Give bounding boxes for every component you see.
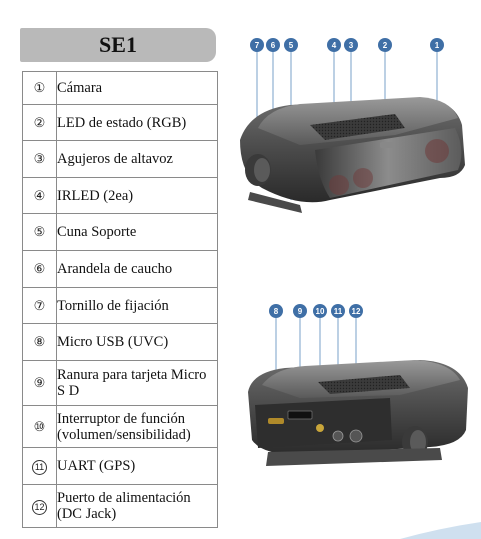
legend-label: IRLED (2ea)	[56, 177, 218, 214]
legend-label: Ranura para tarjeta Micro S D	[56, 360, 218, 406]
support-cradle	[248, 192, 302, 213]
callout-number: 4	[332, 41, 337, 50]
legend-row: ⑦ Tornillo de fijación	[22, 287, 218, 324]
legend-row: ⑧ Micro USB (UVC)	[22, 323, 218, 361]
legend-row: ③ Agujeros de altavoz	[22, 140, 218, 178]
legend-label: Interruptor de función (volumen/sensibil…	[56, 405, 218, 448]
callout-number: 10	[316, 307, 325, 316]
legend-label: Tornillo de fijación	[56, 287, 218, 324]
legend-row: ② LED de estado (RGB)	[22, 104, 218, 141]
fixing-screw-cap	[254, 158, 270, 182]
legend-label: UART (GPS)	[56, 447, 218, 485]
callout-badge: 12	[349, 304, 363, 318]
legend-label: Cuna Soporte	[56, 213, 218, 251]
status-led	[380, 142, 394, 148]
callout-number: 7	[255, 41, 260, 50]
callout-badge: 1	[430, 38, 444, 52]
function-switch	[316, 424, 324, 432]
camera-lens	[425, 139, 449, 163]
decorative-swoosh	[400, 522, 481, 539]
legend-number: 12	[22, 484, 57, 528]
callout-badge: 5	[284, 38, 298, 52]
callout-number: 3	[349, 41, 354, 50]
speaker-grill	[310, 114, 405, 140]
top-callouts: 7 6 5 4 3 2 1	[250, 38, 444, 52]
legend-row: ⑩ Interruptor de función (volumen/sensib…	[22, 405, 218, 448]
callout-number: 2	[383, 41, 388, 50]
ir-led	[353, 168, 373, 188]
legend-row: 12 Puerto de alimentación (DC Jack)	[22, 484, 218, 528]
legend-row: 11 UART (GPS)	[22, 447, 218, 485]
legend-row: ① Cámara	[22, 71, 218, 105]
legend-number: ⑦	[22, 287, 57, 324]
legend-label: Agujeros de altavoz	[56, 140, 218, 178]
circled-number: 12	[32, 499, 47, 515]
device-front-face	[315, 128, 462, 198]
bottom-callouts: 8 9 10 11 12	[269, 304, 363, 318]
legend-number: ①	[22, 71, 57, 105]
callout-number: 11	[334, 307, 343, 316]
fixing-screw-cap	[410, 430, 426, 454]
callout-number: 12	[352, 307, 361, 316]
component-legend-table: ① Cámara ② LED de estado (RGB) ③ Agujero…	[22, 71, 218, 528]
callout-badge: 9	[293, 304, 307, 318]
callout-badge: 6	[266, 38, 280, 52]
legend-number: ③	[22, 140, 57, 178]
callout-badge: 3	[344, 38, 358, 52]
legend-number: 11	[22, 447, 57, 485]
callout-badge: 11	[331, 304, 345, 318]
device-front-view	[240, 52, 465, 213]
device-rear-view	[248, 318, 468, 466]
page-title: SE1	[99, 32, 137, 57]
callout-number: 6	[271, 41, 276, 50]
title-banner: SE1	[20, 28, 216, 62]
uart-port	[332, 430, 344, 442]
legend-label: Micro USB (UVC)	[56, 323, 218, 361]
micro-sd-slot	[287, 410, 313, 420]
callout-number: 9	[298, 307, 303, 316]
legend-row: ⑨ Ranura para tarjeta Micro S D	[22, 360, 218, 406]
callout-number: 1	[435, 41, 440, 50]
speaker-grill	[318, 375, 410, 394]
callout-badge: 2	[378, 38, 392, 52]
circled-number: 11	[32, 459, 47, 475]
callout-badge: 8	[269, 304, 283, 318]
ir-led	[329, 175, 349, 195]
callout-number: 8	[274, 307, 279, 316]
callout-badge: 4	[327, 38, 341, 52]
callout-badge: 7	[250, 38, 264, 52]
legend-label: Puerto de alimentación (DC Jack)	[56, 484, 218, 528]
micro-usb-port	[268, 418, 284, 424]
legend-number: ⑧	[22, 323, 57, 361]
legend-label: LED de estado (RGB)	[56, 104, 218, 141]
legend-label: Cámara	[56, 71, 218, 105]
callout-badge: 10	[313, 304, 327, 318]
legend-row: ⑤ Cuna Soporte	[22, 213, 218, 251]
callout-number: 5	[289, 41, 294, 50]
support-cradle	[266, 448, 442, 466]
dc-jack-port	[349, 429, 363, 443]
